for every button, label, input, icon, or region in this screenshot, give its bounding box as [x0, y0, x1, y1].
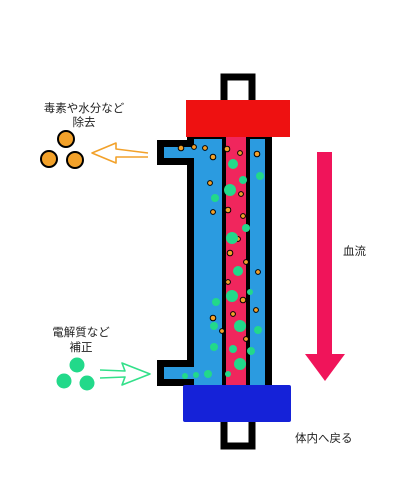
electrolyte-label-line1: 電解質など	[52, 325, 110, 339]
toxin-particle	[243, 259, 249, 265]
electrolyte-particle	[211, 194, 219, 202]
toxin-particle	[223, 145, 231, 153]
electrolyte-particle	[247, 289, 253, 295]
electrolyte-particle	[204, 370, 212, 378]
electrolyte-inflow-arrow	[99, 362, 151, 386]
bottom-cap	[183, 385, 291, 422]
toxin-particle	[226, 249, 234, 257]
electrolyte-label-line2: 補正	[70, 340, 93, 354]
electrolyte-particle	[224, 184, 236, 196]
electrolyte-particle	[225, 371, 231, 377]
toxin-particle	[237, 150, 243, 156]
removed-toxins-cluster	[40, 130, 84, 169]
blood-flow-arrow	[305, 152, 345, 381]
toxin-particle	[207, 180, 213, 186]
toxin-particle	[253, 307, 259, 313]
electrolyte-particle	[193, 372, 199, 378]
bottom-nozzle	[220, 414, 256, 450]
electrolyte-particle	[254, 326, 262, 334]
electrolyte-particle	[256, 172, 264, 180]
toxin-particle	[255, 269, 261, 275]
toxin-particle	[202, 145, 208, 151]
toxin-removal-label-line2: 除去	[73, 115, 96, 129]
return-to-body-label: 体内へ戻る	[295, 431, 353, 445]
toxin-particle	[243, 336, 249, 342]
toxin-particle	[225, 279, 231, 285]
electrolyte-particle	[226, 290, 238, 302]
electrolyte-particle	[247, 347, 255, 355]
toxin-particle	[230, 311, 236, 317]
toxin-particle	[209, 314, 217, 322]
electrolyte-particle	[234, 320, 246, 332]
electrolyte-particle	[234, 358, 246, 370]
electrolyte-supply-cluster	[55, 356, 96, 392]
electrolyte-particle	[226, 232, 238, 244]
electrolyte-particle	[242, 224, 250, 232]
toxin-removal-label-line1: 毒素や水分など	[44, 101, 125, 115]
blood-flow-label: 血流	[343, 244, 366, 258]
electrolyte-particle	[182, 373, 188, 379]
toxin-particle	[210, 209, 216, 215]
toxin-particle	[209, 153, 217, 161]
toxin-particle	[224, 206, 232, 214]
electrolyte-particle	[210, 343, 218, 351]
electrolyte-particle	[239, 176, 247, 184]
toxin-particle	[219, 328, 225, 334]
electrolyte-particles	[182, 159, 264, 379]
electrolyte-particle	[233, 266, 243, 276]
electrolyte-particle	[212, 298, 220, 306]
toxin-particles	[177, 144, 261, 342]
toxin-particle	[240, 213, 246, 219]
electrolyte-particle	[210, 322, 218, 330]
electrolyte-particle	[228, 159, 238, 169]
toxin-outflow-arrow	[91, 142, 149, 164]
electrolyte-particle	[229, 345, 237, 353]
toxin-particle	[238, 191, 244, 197]
toxin-particle	[191, 144, 197, 150]
toxin-particle	[253, 150, 261, 158]
toxin-particle	[239, 296, 247, 304]
toxin-particle	[177, 144, 185, 152]
top-cap	[186, 100, 290, 137]
